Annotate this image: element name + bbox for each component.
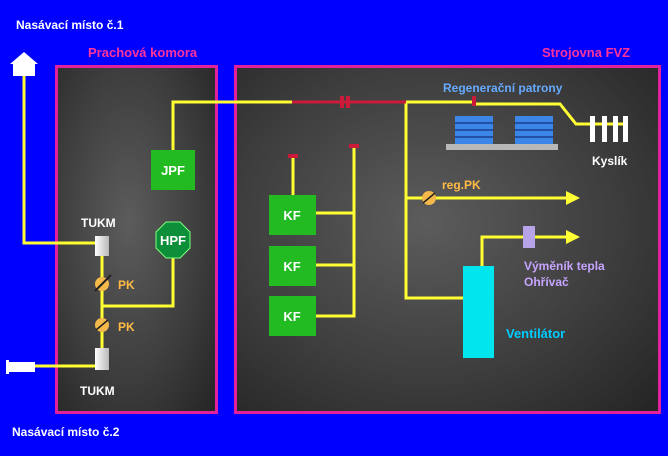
regeneration-cartridge-icon	[446, 116, 558, 150]
machine-room-label: Strojovna FVZ	[542, 45, 630, 60]
arrow-outlet-icon	[566, 230, 580, 244]
arrow-outlet-icon	[566, 191, 580, 205]
heat-exchanger-box	[523, 226, 535, 248]
regen-inlet-cap	[472, 96, 476, 106]
jpf-filter	[151, 150, 195, 190]
dust-chamber-label: Prachová komora	[88, 45, 198, 60]
wall-passage-flange	[340, 96, 344, 108]
kf-filter-2	[269, 246, 316, 286]
fan-label: Ventilátor	[506, 326, 565, 341]
house-intake-icon	[10, 52, 38, 76]
oxygen-label: Kyslík	[592, 154, 628, 168]
kf-label-2: KF	[283, 259, 300, 274]
kf-filter-3	[269, 296, 316, 336]
dust-chamber-room	[55, 65, 218, 414]
reg-pk-label: reg.PK	[442, 178, 481, 192]
heater-label: Ohřívač	[524, 275, 569, 289]
hpf-filter	[155, 221, 191, 259]
side-intake-icon	[6, 360, 35, 374]
pk-bottom-label: PK	[118, 320, 135, 334]
oxygen-bottles-icon	[586, 116, 628, 142]
kf-filter-1	[269, 195, 316, 235]
jpf-label: JPF	[161, 163, 185, 178]
tukm-top-box	[95, 236, 109, 256]
intake-1-label: Nasávací místo č.1	[16, 18, 124, 32]
exchanger-label: Výměník tepla	[524, 259, 605, 273]
kf-cap-right	[349, 144, 359, 148]
hpf-label: HPF	[160, 233, 186, 248]
pipe-network	[22, 74, 594, 368]
tukm-top-label: TUKM	[81, 216, 116, 230]
valve-icon	[422, 191, 436, 205]
kf-label-1: KF	[283, 208, 300, 223]
fan-unit	[463, 266, 494, 358]
kf-label-3: KF	[283, 309, 300, 324]
pk-top-label: PK	[118, 278, 135, 292]
machine-room	[234, 65, 661, 414]
valve-icon	[95, 318, 109, 332]
wall-passage-flange-2	[346, 96, 350, 108]
tukm-bottom-label: TUKM	[80, 384, 115, 398]
kf-cap-left	[288, 154, 298, 158]
intake-2-label: Nasávací místo č.2	[12, 425, 120, 439]
regen-cartridges-label: Regenerační patrony	[443, 81, 563, 95]
tukm-bottom-box	[95, 348, 109, 370]
valve-icon	[94, 274, 112, 292]
